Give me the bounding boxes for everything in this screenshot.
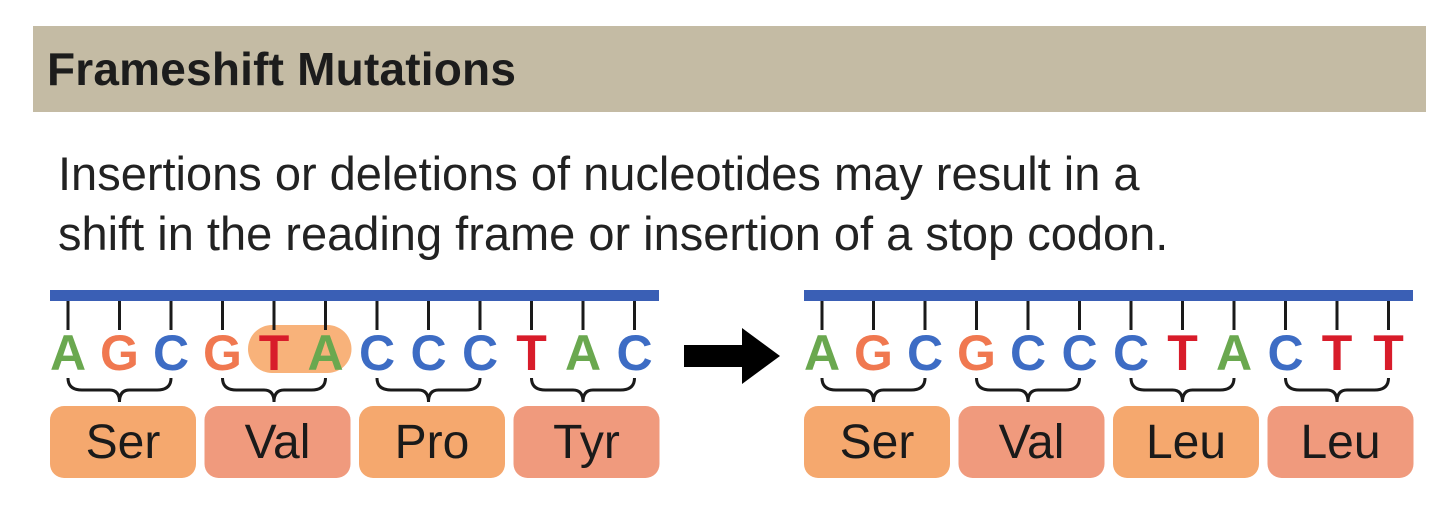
amino-acid-label: Pro <box>395 416 470 469</box>
nucleotide-base: C <box>462 325 498 381</box>
nucleotide-base: C <box>616 325 652 381</box>
title-bar: Frameshift Mutations <box>33 26 1426 112</box>
nucleotide-base: C <box>1267 325 1303 381</box>
right-arrow-icon <box>684 328 780 384</box>
codon-brace <box>1284 377 1390 403</box>
amino-acid-label: Val <box>245 416 311 469</box>
nucleotide-base: A <box>804 325 840 381</box>
amino-acid-label: Val <box>999 416 1065 469</box>
nucleotide-base: C <box>1113 325 1149 381</box>
codon-brace <box>66 377 173 403</box>
description-line-2: shift in the reading frame or insertion … <box>58 207 1169 260</box>
codon-box <box>804 406 950 478</box>
inserted-bases-highlight <box>248 325 352 373</box>
nucleotide-base: T <box>1373 325 1404 381</box>
codon-box <box>1113 406 1259 478</box>
nucleotide-base: A <box>50 325 86 381</box>
nucleotide-base: T <box>1322 325 1353 381</box>
description: Insertions or deletions of nucleotides m… <box>58 144 1418 264</box>
arrow-shape <box>684 328 780 384</box>
nucleotide-base: G <box>957 325 996 381</box>
nucleotide-base: A <box>307 325 343 381</box>
amino-acid-label: Leu <box>1300 416 1380 469</box>
amino-acid-label: Tyr <box>553 416 620 469</box>
nucleotide-base: C <box>410 325 446 381</box>
nucleotide-base: C <box>359 325 395 381</box>
codon-brace <box>975 377 1081 403</box>
codon-box <box>50 406 196 478</box>
nucleotide-base: T <box>259 325 290 381</box>
codon-brace <box>375 377 482 403</box>
amino-acid-label: Ser <box>86 416 161 469</box>
nucleotide-base: G <box>854 325 893 381</box>
nucleotide-base: A <box>565 325 601 381</box>
codon-brace <box>820 377 927 403</box>
codon-box <box>1267 406 1414 478</box>
nucleotide-base: T <box>1167 325 1198 381</box>
codon-box <box>958 406 1105 478</box>
codon-box <box>204 406 351 478</box>
amino-acid-label: Leu <box>1146 416 1226 469</box>
codon-brace <box>221 377 327 403</box>
nucleotide-base: T <box>516 325 547 381</box>
codon-box <box>513 406 660 478</box>
nucleotide-base: C <box>1010 325 1046 381</box>
strand-backbone <box>804 290 1413 301</box>
amino-acid-label: Ser <box>840 416 915 469</box>
nucleotide-base: C <box>1061 325 1097 381</box>
strand-backbone <box>50 290 659 301</box>
nucleotide-base: C <box>153 325 189 381</box>
nucleotide-base: C <box>907 325 943 381</box>
description-line-1: Insertions or deletions of nucleotides m… <box>58 147 1140 200</box>
codon-brace <box>530 377 636 403</box>
nucleotide-base: G <box>203 325 242 381</box>
nucleotide-base: G <box>100 325 139 381</box>
nucleotide-base: A <box>1216 325 1252 381</box>
codon-box <box>359 406 505 478</box>
codon-brace <box>1129 377 1236 403</box>
page-title: Frameshift Mutations <box>47 43 517 95</box>
